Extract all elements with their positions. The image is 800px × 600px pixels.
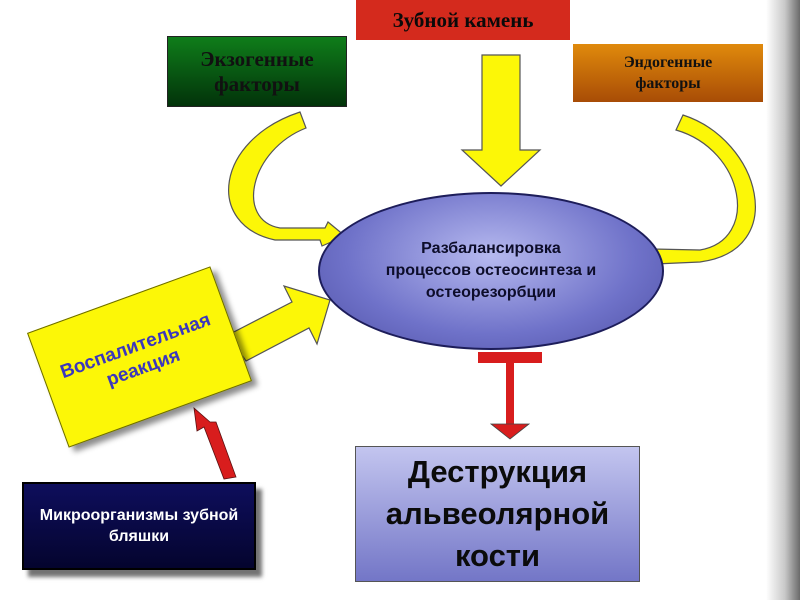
node-endogenous-label: Эндогенные факторы xyxy=(623,54,713,92)
arrow-inflammation-to-center xyxy=(227,285,331,362)
node-destruction-label: Деструкция альвеолярной кости xyxy=(385,454,610,573)
slide-edge-shadow xyxy=(766,0,800,600)
arrow-center-to-destruction-bar xyxy=(478,352,542,363)
node-stone-label: Зубной камень xyxy=(392,7,534,32)
node-stone: Зубной камень xyxy=(356,0,570,40)
node-inflammation-label: Воспалительная реакция xyxy=(57,309,214,391)
arrow-microorganisms-to-inflammation xyxy=(193,407,237,480)
arrow-center-to-destruction-stem xyxy=(506,362,514,424)
arrow-exogenous-to-center xyxy=(228,111,347,247)
node-center: Разбалансировка процессов остеосинтеза и… xyxy=(318,192,664,350)
node-microorganisms: Микроорганизмы зубной бляшки xyxy=(22,482,256,570)
node-microorganisms-label: Микроорганизмы зубной бляшки xyxy=(39,507,239,545)
node-exogenous: Экзогенные факторы xyxy=(167,36,347,107)
node-endogenous: Эндогенные факторы xyxy=(573,44,763,102)
node-destruction: Деструкция альвеолярной кости xyxy=(355,446,640,582)
arrow-center-to-destruction-head xyxy=(489,423,531,440)
arrow-stone-to-center xyxy=(460,54,542,187)
node-center-label: Разбалансировка процессов остеосинтеза и… xyxy=(385,240,597,301)
node-exogenous-label: Экзогенные факторы xyxy=(200,46,314,96)
